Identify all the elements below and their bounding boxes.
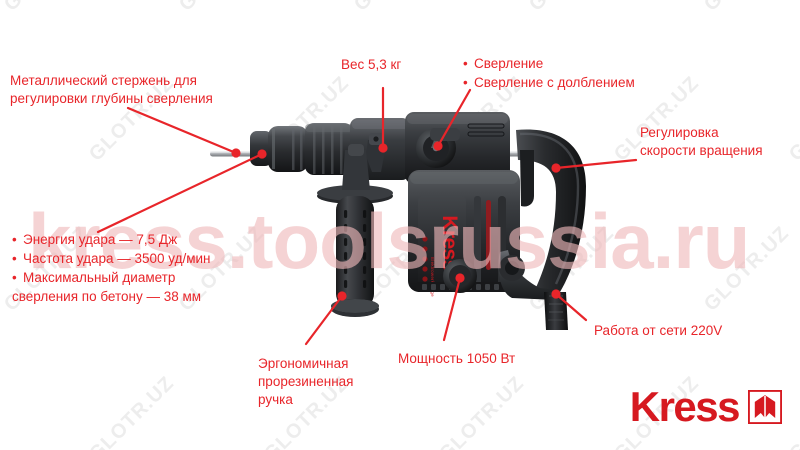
bullet-group-modes: • Сверление • Сверление с долблением [463, 54, 635, 92]
bullet-item: • Сверление [463, 54, 635, 73]
callout-weight-line-1: Вес 5,3 кг [341, 57, 402, 72]
watermark-tile: GLOTR.UZ [175, 0, 269, 16]
kress-emblem-icon [748, 390, 782, 424]
tool-body-brand: Kress [438, 215, 461, 270]
bullet-text: Энергия удара — 7,5 Дж [23, 232, 178, 247]
watermark-tile: GLOTR.UZ [525, 222, 619, 316]
watermark-tile: GLOTR.UZ [0, 0, 94, 16]
callout-grip: Эргономичная прорезиненная ручка [258, 355, 353, 409]
bullet-text: Максимальный диаметр [23, 270, 176, 285]
bullet-marker: • [12, 232, 17, 247]
watermark-tile: GLOTR.UZ [435, 372, 529, 450]
bullet-marker: • [463, 56, 468, 71]
callout-grip-line-1: Эргономичная [258, 356, 349, 371]
bullet-marker: • [463, 75, 468, 90]
watermark-tile: GLOTR.UZ [700, 222, 794, 316]
watermark-tile: GLOTR.UZ [350, 222, 444, 316]
callout-depth-rod: Металлический стержень для регулировки г… [10, 72, 213, 108]
callout-grip-line-3: ручка [258, 392, 293, 407]
bullet-group-specs: • Энергия удара — 7,5 Дж • Частота удара —… [12, 230, 210, 306]
kress-wordmark: Kress [629, 383, 741, 430]
callout-mains: Работа от сети 220V [594, 322, 722, 340]
bullet-text: Сверление [474, 56, 544, 71]
callout-speed-control-line-1: Регулировка [640, 125, 719, 140]
callout-power: Мощность 1050 Вт [398, 350, 515, 368]
callout-power-line-1: Мощность 1050 Вт [398, 351, 516, 366]
watermark-tile: GLOTR.UZ [0, 72, 4, 166]
watermark-tile: GLOTR.UZ [85, 372, 179, 450]
callout-grip-line-2: прорезиненная [258, 374, 354, 389]
watermark-tile: GLOTR.UZ [260, 72, 354, 166]
watermark-tile: GLOTR.UZ [700, 0, 794, 16]
bullet-item: • Максимальный диаметр [12, 268, 210, 287]
tool-body-tagline: Elektrowerkzeuge [430, 257, 435, 297]
callout-speed-control-line-2: скорости вращения [640, 143, 763, 158]
bullet-item: • Частота удара — 3500 уд/мин [12, 249, 210, 268]
callout-speed-control: Регулировка скорости вращения [640, 124, 763, 160]
bullet-marker: • [12, 251, 17, 266]
bullet-text: Частота удара — 3500 уд/мин [23, 251, 211, 266]
callout-mains-line-1: Работа от сети 220V [594, 323, 723, 338]
watermark-tile: GLOTR.UZ [785, 72, 800, 166]
bullet-marker: • [12, 270, 17, 285]
bullet-item: • Сверление с долблением [463, 73, 635, 92]
callout-weight: Вес 5,3 кг [341, 56, 401, 74]
watermark-tile: GLOTR.UZ [0, 372, 4, 450]
watermark-tile: GLOTR.UZ [785, 372, 800, 450]
bullet-text: Сверление с долблением [474, 75, 635, 90]
watermark-tile: GLOTR.UZ [525, 0, 619, 16]
bullet-text-continuation: сверления по бетону — 38 мм [12, 289, 202, 304]
kress-logo: Kress [630, 386, 782, 428]
callout-depth-rod-line-1: Металлический стержень для [10, 73, 197, 88]
callout-depth-rod-line-2: регулировки глубины сверления [10, 91, 213, 106]
watermark-tile: GLOTR.UZ [350, 0, 444, 16]
bullet-item: • Энергия удара — 7,5 Дж [12, 230, 210, 249]
